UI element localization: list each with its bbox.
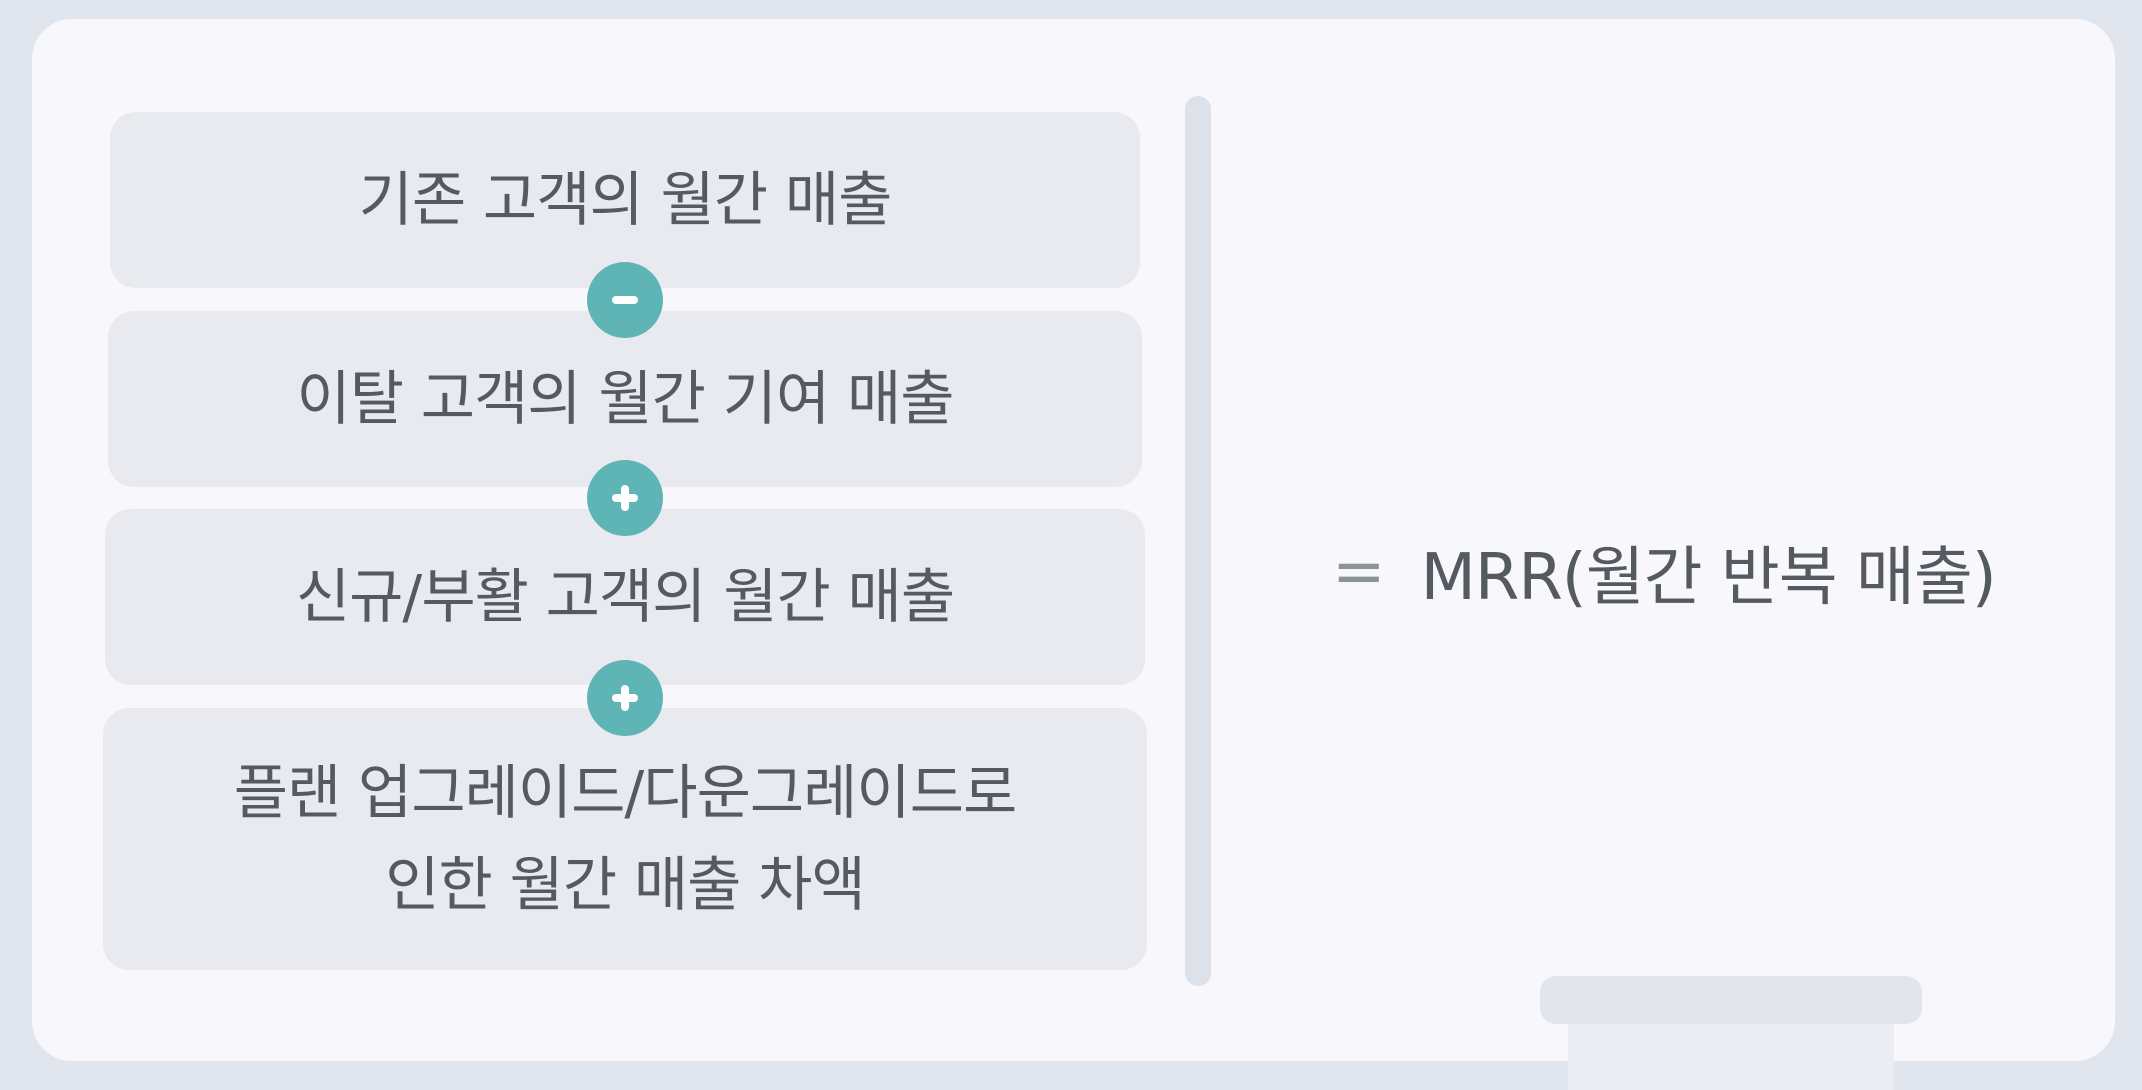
plus-bar-vertical [621, 485, 629, 511]
plus-operator-icon [587, 660, 663, 736]
term-plan-change-revenue-label: 플랜 업그레이드/다운그레이드로 인한 월간 매출 차액 [233, 758, 1018, 919]
whiteboard-stand [1568, 1024, 1894, 1090]
result-label: MRR(월간 반복 매출) [1420, 541, 1997, 615]
term-new-reactivated-revenue-label: 신규/부활 고객의 월간 매출 [295, 562, 955, 631]
equals-sign: = [1332, 535, 1386, 609]
whiteboard: 기존 고객의 월간 매출 이탈 고객의 월간 기여 매출 신규/부활 고객의 월… [32, 19, 2115, 1061]
term-churned-revenue-label: 이탈 고객의 월간 기여 매출 [296, 364, 954, 433]
plus-bar-vertical [621, 685, 629, 711]
term-plan-change-revenue: 플랜 업그레이드/다운그레이드로 인한 월간 매출 차액 [103, 708, 1147, 970]
minus-bar [612, 296, 638, 304]
vertical-divider [1185, 96, 1211, 986]
term-churned-revenue: 이탈 고객의 월간 기여 매출 [108, 311, 1142, 487]
plus-operator-icon [587, 460, 663, 536]
formula-result: = MRR(월간 반복 매출) [1332, 527, 1997, 617]
term-existing-revenue-label: 기존 고객의 월간 매출 [358, 165, 893, 234]
term-new-reactivated-revenue: 신규/부활 고객의 월간 매출 [105, 509, 1145, 685]
term-existing-revenue: 기존 고객의 월간 매출 [110, 112, 1140, 288]
whiteboard-tray [1540, 976, 1922, 1024]
minus-operator-icon [587, 262, 663, 338]
